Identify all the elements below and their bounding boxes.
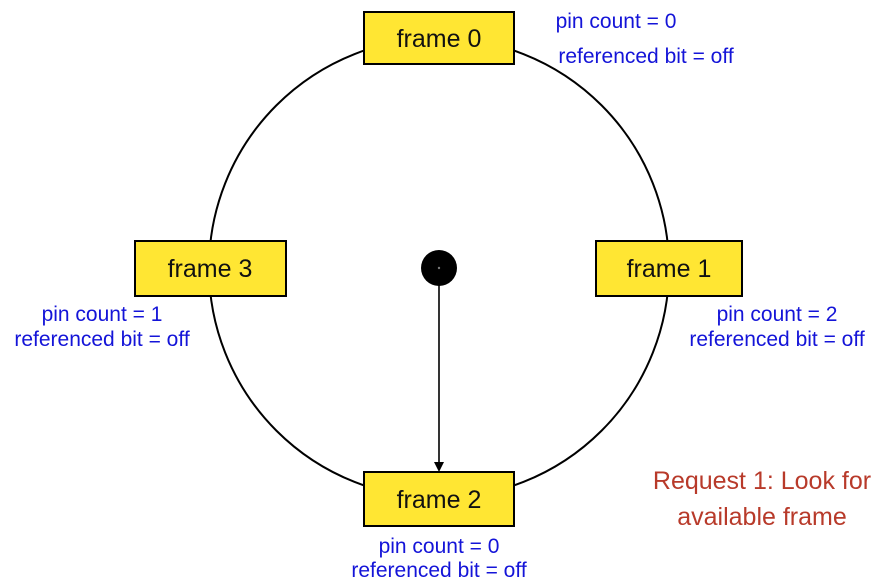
frame-0-pin-count: pin count = 0 [556, 10, 677, 33]
frame-1-box: frame 1 [595, 240, 743, 297]
frame-3-pin-count: pin count = 1 [42, 303, 163, 326]
request-line-2: available frame [677, 503, 847, 531]
frame-2-box: frame 2 [363, 471, 515, 527]
frame-0-label: frame 0 [397, 25, 482, 53]
frame-1-label: frame 1 [627, 255, 712, 283]
frame-1-referenced-bit: referenced bit = off [689, 328, 864, 351]
frame-3-label: frame 3 [168, 255, 253, 283]
frame-2-label: frame 2 [397, 486, 482, 514]
frame-0-referenced-bit: referenced bit = off [558, 45, 733, 68]
clock-hand-pivot-center [437, 266, 441, 270]
frame-2-referenced-bit: referenced bit = off [351, 559, 526, 580]
request-line-1: Request 1: Look for [653, 467, 871, 495]
frame-2-pin-count: pin count = 0 [379, 535, 500, 558]
frame-0-box: frame 0 [363, 11, 515, 65]
frame-1-pin-count: pin count = 2 [717, 303, 838, 326]
frame-3-box: frame 3 [134, 240, 287, 297]
frame-3-referenced-bit: referenced bit = off [14, 328, 189, 351]
